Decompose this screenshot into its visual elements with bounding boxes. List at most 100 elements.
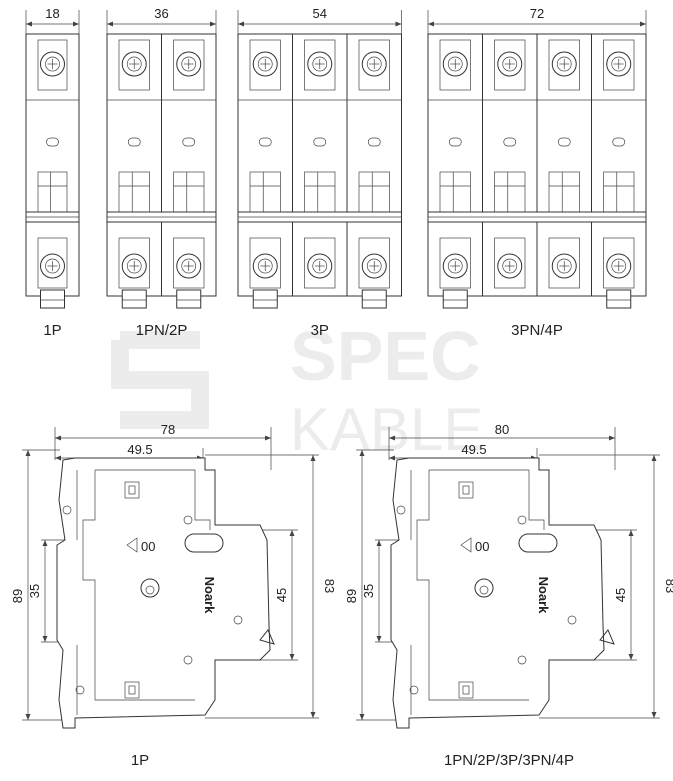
depth-mount-dim: 49.5	[127, 442, 152, 457]
bottom-terminal-frame	[494, 237, 526, 289]
dim-arrow	[628, 530, 634, 536]
dim-arrow	[55, 455, 61, 461]
side-view-label: 1PN/2P/3P/3PN/4P	[444, 752, 574, 769]
dim-arrow	[25, 714, 31, 720]
terminal-screw-icon	[252, 253, 278, 279]
lock-tab-icon	[259, 629, 275, 645]
top-terminal-frame	[304, 39, 336, 91]
dim-arrow	[651, 712, 657, 718]
terminal-slot	[184, 533, 224, 553]
contact-clip-inner	[128, 485, 136, 495]
body-height-dim: 83	[663, 579, 673, 593]
pole-module	[427, 33, 483, 309]
pole-module	[161, 33, 217, 309]
depth-total-dim: 78	[161, 422, 175, 437]
small-mark: 00	[475, 539, 489, 554]
terminal-screw-icon	[497, 51, 523, 77]
indicator-window-icon	[127, 137, 141, 147]
contact-clip-inner	[462, 685, 470, 695]
dim-arrow-left	[238, 21, 244, 27]
bottom-terminal-frame	[548, 237, 580, 289]
contact-clip-icon	[124, 481, 140, 499]
indicator-window-icon	[448, 137, 462, 147]
terminal-screw-icon	[176, 51, 202, 77]
top-terminal-frame	[118, 39, 150, 91]
bottom-terminal-frame	[37, 237, 68, 289]
pole-outline	[292, 33, 348, 297]
height-total-dim: 89	[10, 589, 25, 603]
dim-arrow	[289, 654, 295, 660]
mounting-hole-icon	[396, 505, 406, 515]
terminal-screw-inner	[257, 258, 273, 274]
top-terminal-frame	[173, 39, 205, 91]
watermark-logo-icon	[111, 331, 209, 429]
front-width-dim: 36	[154, 6, 168, 21]
terminal-screw-inner	[611, 56, 627, 72]
terminal-screw-icon	[361, 253, 387, 279]
dim-arrow-left	[107, 21, 113, 27]
dim-arrow-right	[395, 21, 402, 27]
top-terminal-frame	[494, 39, 526, 91]
inner-contour	[416, 469, 545, 701]
indicator-window-icon	[182, 137, 196, 147]
indicator-window-icon	[313, 137, 327, 147]
top-terminal-frame	[439, 39, 471, 91]
pole-outline	[591, 33, 647, 297]
top-terminal-frame	[358, 39, 390, 91]
pole-module	[292, 33, 348, 297]
terminal-screw-icon	[551, 51, 577, 77]
face-height-dim: 45	[613, 588, 628, 602]
terminal-screw-icon	[121, 253, 147, 279]
mounting-hole-icon	[183, 515, 193, 525]
terminal-screw-inner	[447, 56, 463, 72]
din-clip	[442, 289, 468, 309]
mounting-hole-icon	[145, 585, 155, 595]
mounting-hole-icon	[75, 685, 85, 695]
din-clip	[252, 289, 278, 309]
din-clip	[121, 289, 147, 309]
mounting-hole-icon	[479, 585, 489, 595]
pole-module	[346, 33, 402, 309]
dim-arrow	[389, 435, 395, 441]
mounting-hole-icon	[233, 615, 243, 625]
indicator-window-icon	[258, 137, 272, 147]
brand-logo: Noark	[202, 577, 217, 615]
lock-tab-icon	[599, 629, 615, 645]
top-terminal-frame	[37, 39, 68, 91]
contact-clip-icon	[458, 481, 474, 499]
front-view-label: 1P	[43, 322, 61, 339]
indicator-window-icon	[503, 137, 517, 147]
terminal-screw-icon	[307, 253, 333, 279]
center-pivot-icon	[474, 578, 494, 598]
pole-module	[536, 33, 592, 297]
pole-module	[237, 33, 293, 309]
bottom-terminal-frame	[304, 237, 336, 289]
indicator-window-icon	[46, 137, 59, 147]
contact-clip-inner	[462, 485, 470, 495]
contact-clip-icon	[124, 681, 140, 699]
terminal-screw-inner	[181, 258, 197, 274]
face-height-dim: 45	[274, 588, 289, 602]
terminal-screw-icon	[442, 253, 468, 279]
bottom-terminal-frame	[439, 237, 471, 289]
side-view-label: 1P	[131, 752, 149, 769]
small-mark: 00	[141, 539, 155, 554]
dim-arrow	[628, 654, 634, 660]
terminal-screw-inner	[312, 258, 328, 274]
terminal-screw-icon	[176, 253, 202, 279]
terminal-screw-icon	[40, 253, 65, 279]
terminal-screw-inner	[257, 56, 273, 72]
top-terminal-frame	[249, 39, 281, 91]
terminal-screw-inner	[366, 56, 382, 72]
pole-outline	[25, 33, 80, 297]
pole-outline	[237, 33, 293, 297]
indicator-window-icon	[612, 137, 626, 147]
dim-arrow-right	[73, 21, 79, 27]
watermark-line2: KABLE	[290, 396, 483, 463]
contact-clip-inner	[128, 685, 136, 695]
terminal-screw-inner	[556, 258, 572, 274]
